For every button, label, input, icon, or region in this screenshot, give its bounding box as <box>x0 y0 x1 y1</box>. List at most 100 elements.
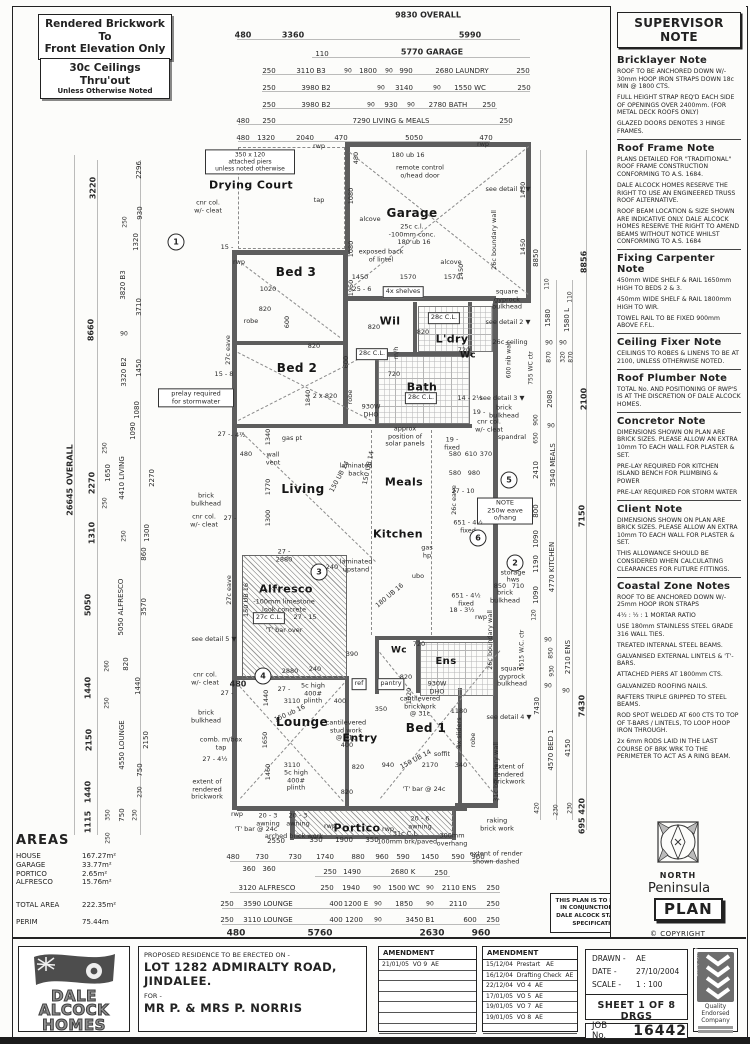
supervisor-note-text: GALVANISED EXTERNAL LINTELS & 'T'-BARS. <box>617 652 734 668</box>
logo-word-1: DALE <box>51 987 97 1005</box>
supervisor-note-text: 450mm WIDE SHELF & RAIL 1650mm HIGH TO B… <box>617 277 732 292</box>
amendment-row <box>483 1024 577 1035</box>
supervisor-note-text: PRE-LAY REQUIRED FOR KITCHEN ISLAND BENC… <box>617 462 719 485</box>
compass-block: NORTH Peninsula <box>648 818 711 896</box>
north-label: NORTH <box>659 871 697 880</box>
client-name: MR P. & MRS P. NORRIS <box>144 1001 303 1015</box>
area-value: 33.77m² <box>82 860 112 869</box>
supervisor-section-heading: Bricklayer Note <box>617 55 707 66</box>
supervisor-section-heading: Concretor Note <box>617 415 706 427</box>
proposed-label: PROPOSED RESIDENCE TO BE ERECTED ON - <box>144 951 290 959</box>
area-row: ALFRESCO 15.76m² <box>16 878 186 887</box>
area-label: GARAGE <box>16 860 46 869</box>
drawn-value: AE <box>636 954 646 963</box>
area-row: PORTICO 2.65m² <box>16 870 186 879</box>
supervisor-note-text: TREATED INTERNAL STEEL BEAMS. <box>617 641 723 649</box>
drawn-label: DRAWN - <box>592 954 626 963</box>
supervisor-note-text: PRE-LAY REQUIRED FOR STORM WATER <box>617 488 738 496</box>
plan-stamp: PLAN <box>654 898 723 921</box>
address-line-2: JINDALEE. <box>144 974 212 988</box>
supervisor-note-text: ROD SPOT WELDED AT 600 CTS TO TOP OF T-B… <box>617 712 739 735</box>
job-number-box: JOB No. 16442 <box>585 1021 688 1041</box>
amendment-header: AMENDMENT <box>483 947 577 960</box>
supervisor-note-text: DIMENSIONS SHOWN ON PLAN ARE BRICK SIZES… <box>617 428 738 459</box>
perimeter-label: PERIM <box>16 917 38 926</box>
dale-alcock-flag-icon <box>34 954 115 985</box>
amendment-row: 21/01/05 VO 9 AE <box>379 960 476 971</box>
supervisor-section-heading: Roof Frame Note <box>617 142 715 154</box>
scale-label: SCALE - <box>592 980 622 989</box>
amendment-row <box>379 1002 476 1013</box>
supervisor-note-text: PLANS DETAILED FOR "TRADITIONAL" ROOF FR… <box>617 155 732 178</box>
supervisor-note-text: DALE ALCOCK HOMES RESERVE THE RIGHT TO U… <box>617 182 736 205</box>
titleblock-divider <box>12 937 746 939</box>
note-ceilings: 30c Ceilings Thru'out Unless Otherwise N… <box>40 58 170 100</box>
drawing-info-box: DRAWN - AE DATE - 27/10/2004 SCALE - 1 : 10… <box>585 949 688 1022</box>
supervisor-title: SUPERVISOR NOTE <box>617 12 741 48</box>
note-rendered-brickwork: Rendered Brickwork To Front Elevation On… <box>38 14 172 60</box>
amendment-row <box>379 981 476 992</box>
note-text: Rendered Brickwork To Front Elevation On… <box>44 18 166 56</box>
supervisor-note-text: CEILINGS TO ROBES & LINENS TO BE AT 2100… <box>617 350 739 365</box>
supervisor-note-text: DIMENSIONS SHOWN ON PLAN ARE BRICK SIZES… <box>617 516 738 547</box>
perimeter-value: 75.44m <box>82 917 109 926</box>
supervisor-note-text: ROOF BEAM LOCATION & SIZE SHOWN ARE INDI… <box>617 208 740 246</box>
amendment-table-1: AMENDMENT 21/01/05 VO 9 AE <box>378 946 477 1035</box>
supervisor-note-text: TOWEL RAIL TO BE FIXED 900mm ABOVE F.F.L… <box>617 314 720 330</box>
amendment-row <box>379 992 476 1003</box>
quality-system-label: Quality System <box>693 946 699 977</box>
amendment-row: 22/12/04 VO 4 AE <box>483 981 577 992</box>
amendment-row: 16/12/04 Drafting Check AE <box>483 971 577 982</box>
job-label: JOB No. <box>592 1021 608 1041</box>
date-label: DATE - <box>592 967 617 976</box>
for-label: FOR - <box>144 992 162 1000</box>
total-area-value: 222.35m² <box>82 901 117 909</box>
area-value: 15.76m² <box>82 878 112 887</box>
area-label: ALFRESCO <box>16 878 53 887</box>
copyright-label: © COPYRIGHT <box>650 930 706 938</box>
supervisor-note-text: THIS ALLOWANCE SHOULD BE CONSIDERED WHEN… <box>617 550 730 573</box>
supervisor-note-text: GALVANIZED ROOFING NAILS. <box>617 682 708 690</box>
amendment-row <box>379 1024 476 1035</box>
logo-word-3: HOMES <box>42 1015 106 1034</box>
scale-value: 1 : 100 <box>636 980 663 989</box>
supervisor-note-text: TOTAL No. AND POSITIONING OF RWP'S IS AT… <box>617 385 741 408</box>
area-label: PORTICO <box>16 869 47 878</box>
spec-note-text: THIS PLAN IS TO BE READ IN CONJUNCTION W… <box>555 897 637 927</box>
amendment-row: 19/01/05 VO 8 AE <box>483 1013 577 1024</box>
amendment-row: 15/12/04 Prestart AE <box>483 960 577 971</box>
note-text: 30c Ceilings Thru'out <box>69 62 141 87</box>
supervisor-note-text: RAFTERS TRIPLE GRIPPED TO STEEL BEAMS. <box>617 693 727 709</box>
supervisor-note-text: 450mm WIDE SHELF & RAIL 1800mm HIGH TO W… <box>617 295 732 311</box>
logo-box: DALE ALCOCK HOMES <box>18 946 130 1034</box>
supervisor-note-text: FULL HEIGHT STRAP REQ'D EACH SIDE OF OPE… <box>617 94 735 117</box>
supervisor-note-text: ROOF TO BE ANCHORED DOWN W/- 25mm HOOP I… <box>617 593 727 609</box>
areas-title: AREAS <box>16 833 70 848</box>
area-value: 2.65m² <box>82 869 108 878</box>
sheet-number: SHEET 1 OF 8 DRGS <box>586 994 687 1022</box>
sheet-bottom-edge <box>0 1037 750 1044</box>
area-value: 167.27m² <box>82 852 117 860</box>
supervisor-note-text: ROOF TO BE ANCHORED DOWN W/- 30mm HOOP I… <box>617 68 735 91</box>
quality-badge: Quality System Quality Endorsed Company <box>693 946 738 1033</box>
date-value: 27/10/2004 <box>636 967 680 976</box>
logo-word-2: ALCOCK <box>38 1001 110 1020</box>
supervisor-note-text: 4½ : ½ : 1 MORTAR RATIO <box>617 612 696 620</box>
amendment-row: 17/01/05 VO 5 AE <box>483 992 577 1003</box>
region-label: Peninsula <box>648 881 711 896</box>
total-area-row: TOTAL AREA 222.35m² <box>16 901 186 910</box>
job-number: 16442 <box>633 1023 687 1039</box>
area-row: GARAGE 33.77m² <box>16 861 186 870</box>
total-area-label: TOTAL AREA <box>16 901 60 909</box>
supervisor-section-heading: Roof Plumber Note <box>617 372 728 384</box>
